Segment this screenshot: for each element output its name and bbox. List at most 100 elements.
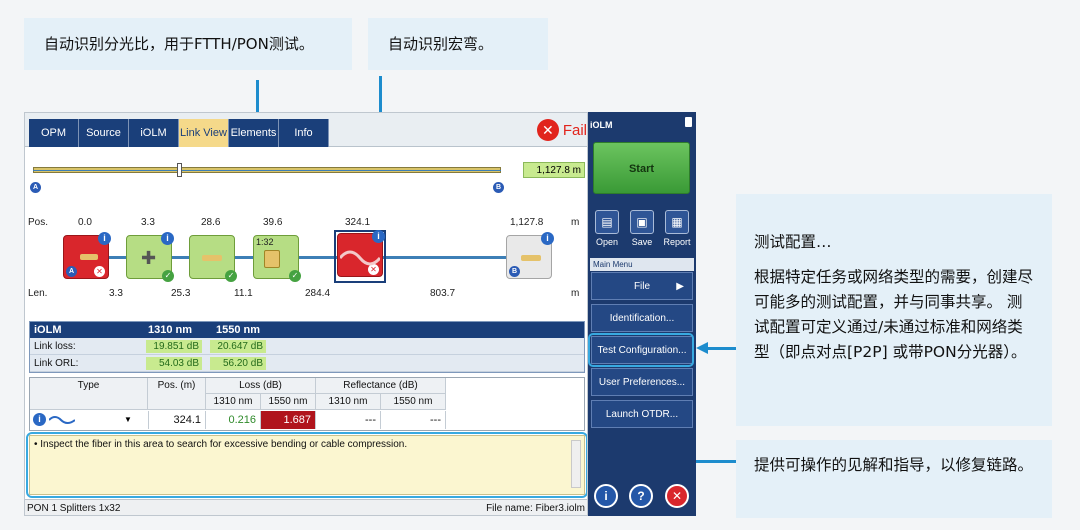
info-icon[interactable]: i — [541, 232, 554, 245]
main-menu-title: Main Menu — [590, 258, 694, 271]
menu-file[interactable]: File ▶ — [591, 272, 693, 300]
tab-link-view[interactable]: Link View — [179, 119, 229, 147]
info-icon[interactable]: i — [161, 232, 174, 245]
pos-5: 1,127.8 — [510, 217, 544, 228]
help-button[interactable]: ? — [629, 484, 653, 508]
marker-b-top: B — [493, 182, 504, 193]
marker-b: B — [509, 266, 520, 277]
callout-split-ratio: 自动识别分光比，用于FTTH/PON测试。 — [24, 18, 352, 70]
col-pos: Pos. (m) — [148, 378, 206, 410]
cell-refl-1550: --- — [381, 411, 446, 429]
event-splice[interactable]: i ✓ ✚ — [126, 232, 174, 282]
report-icon: ▦ — [665, 210, 689, 234]
menu-user-preferences[interactable]: User Preferences... — [591, 368, 693, 396]
arrow-test-config — [708, 347, 736, 350]
link-view-panel: 1,127.8 m A B Pos. 0.0 3.3 28.6 39.6 324… — [25, 147, 587, 317]
len-2: 11.1 — [234, 288, 253, 299]
tab-elements[interactable]: Elements — [229, 119, 279, 147]
pos-0: 0.0 — [78, 217, 92, 228]
summary-wl1: 1310 nm — [148, 324, 193, 336]
len-title: Len. — [28, 288, 48, 299]
event-macrobend[interactable]: i ✕ — [337, 230, 385, 277]
insight-panel: • Inspect the fiber in this area to sear… — [29, 435, 585, 495]
help-icon: ? — [637, 489, 645, 503]
pos-unit: m — [571, 217, 580, 228]
connector-icon — [80, 254, 98, 260]
col-loss-1550: 1550 nm — [261, 394, 316, 410]
summary-title: iOLM — [34, 324, 62, 336]
menu-file-label: File — [633, 281, 651, 292]
fiber-overview-segment — [33, 170, 501, 171]
file-name: File name: Fiber3.iolm — [486, 503, 585, 514]
insight-text: • Inspect the fiber in this area to sear… — [34, 439, 408, 450]
len-4: 803.7 — [430, 288, 456, 299]
report-button[interactable]: ▦ Report — [662, 210, 692, 247]
side-title: iOLM — [590, 120, 613, 130]
event-connector[interactable]: ✓ — [189, 235, 237, 282]
close-icon: ✕ — [671, 489, 683, 503]
len-3: 284.4 — [305, 288, 331, 299]
link-loss-label: Link loss: — [34, 341, 76, 352]
about-button[interactable]: i — [594, 484, 618, 508]
arrow-test-config-head — [696, 342, 708, 354]
splitter-icon — [264, 250, 280, 268]
tab-iolm[interactable]: iOLM — [129, 119, 179, 147]
open-button[interactable]: ▤ Open — [592, 210, 622, 247]
link-loss-row: Link loss: 19.851 dB 20.647 dB — [30, 338, 584, 355]
col-loss: Loss (dB) — [206, 378, 316, 394]
start-button[interactable]: Start — [593, 142, 690, 194]
link-loss-1310: 19.851 dB — [146, 340, 202, 353]
clipboard-icon — [685, 117, 692, 127]
event-connector-b[interactable]: i B — [506, 232, 554, 279]
type-dropdown-chevron-icon[interactable]: ▼ — [124, 415, 132, 424]
link-orl-1550: 56.20 dB — [210, 357, 266, 370]
info-icon[interactable]: i — [372, 230, 385, 243]
callout-insight: 提供可操作的见解和指导，以修复链路。 — [736, 440, 1052, 518]
report-label: Report — [663, 237, 691, 247]
summary-header: iOLM 1310 nm 1550 nm — [30, 322, 584, 338]
fail-mark-icon: ✕ — [94, 266, 105, 277]
menu-test-configuration[interactable]: Test Configuration... — [591, 336, 693, 364]
menu-identification[interactable]: Identification... — [591, 304, 693, 332]
col-loss-1310: 1310 nm — [206, 394, 261, 410]
info-icon[interactable]: i — [98, 232, 111, 245]
menu-launch-otdr[interactable]: Launch OTDR... — [591, 400, 693, 428]
info-icon: i — [604, 489, 608, 503]
col-refl-1550: 1550 nm — [381, 394, 446, 410]
test-config-highlight — [588, 333, 694, 367]
total-length-label: 1,127.8 m — [523, 162, 585, 178]
save-icon: ▣ — [630, 210, 654, 234]
connector-icon — [521, 255, 541, 261]
row-info-icon[interactable]: i — [33, 413, 46, 426]
tab-opm[interactable]: OPM — [29, 119, 79, 147]
side-panel: iOLM Start ▤ Open ▣ Save ▦ Report Main M… — [588, 112, 696, 516]
link-orl-1310: 54.03 dB — [146, 357, 202, 370]
event-splitter[interactable]: 1:32 ✓ — [253, 235, 301, 282]
bend-icon — [340, 250, 380, 266]
app-window: OPM Source iOLM Link View Elements Info … — [24, 112, 588, 516]
marker-a: A — [66, 266, 77, 277]
pass-check-icon: ✓ — [162, 270, 174, 282]
cell-refl-1310: --- — [316, 411, 381, 429]
event-connector-a[interactable]: i A ✕ — [63, 232, 111, 279]
splitter-ratio-label: 1:32 — [256, 237, 274, 247]
event-table: Type Pos. (m) Loss (dB) 1310 nm 1550 nm … — [29, 377, 585, 431]
pos-3: 39.6 — [263, 217, 283, 228]
insight-scrollbar[interactable] — [571, 440, 581, 488]
exit-button[interactable]: ✕ — [665, 484, 689, 508]
col-refl: Reflectance (dB) — [316, 378, 446, 394]
table-row[interactable]: i ▼ 324.1 0.216 1.687 --- --- — [30, 411, 446, 429]
tab-bar: OPM Source iOLM Link View Elements Info … — [25, 113, 587, 147]
save-label: Save — [631, 237, 653, 247]
save-button[interactable]: ▣ Save — [627, 210, 657, 247]
pos-4: 324.1 — [345, 217, 371, 228]
splitter-status: PON 1 Splitters 1x32 — [27, 503, 121, 514]
pos-1: 3.3 — [141, 217, 155, 228]
pass-check-icon: ✓ — [289, 270, 301, 282]
len-0: 3.3 — [109, 288, 123, 299]
tab-info[interactable]: Info — [279, 119, 329, 147]
tab-source[interactable]: Source — [79, 119, 129, 147]
open-label: Open — [595, 237, 619, 247]
cell-pos: 324.1 — [148, 411, 206, 429]
fail-icon: ✕ — [536, 119, 559, 141]
